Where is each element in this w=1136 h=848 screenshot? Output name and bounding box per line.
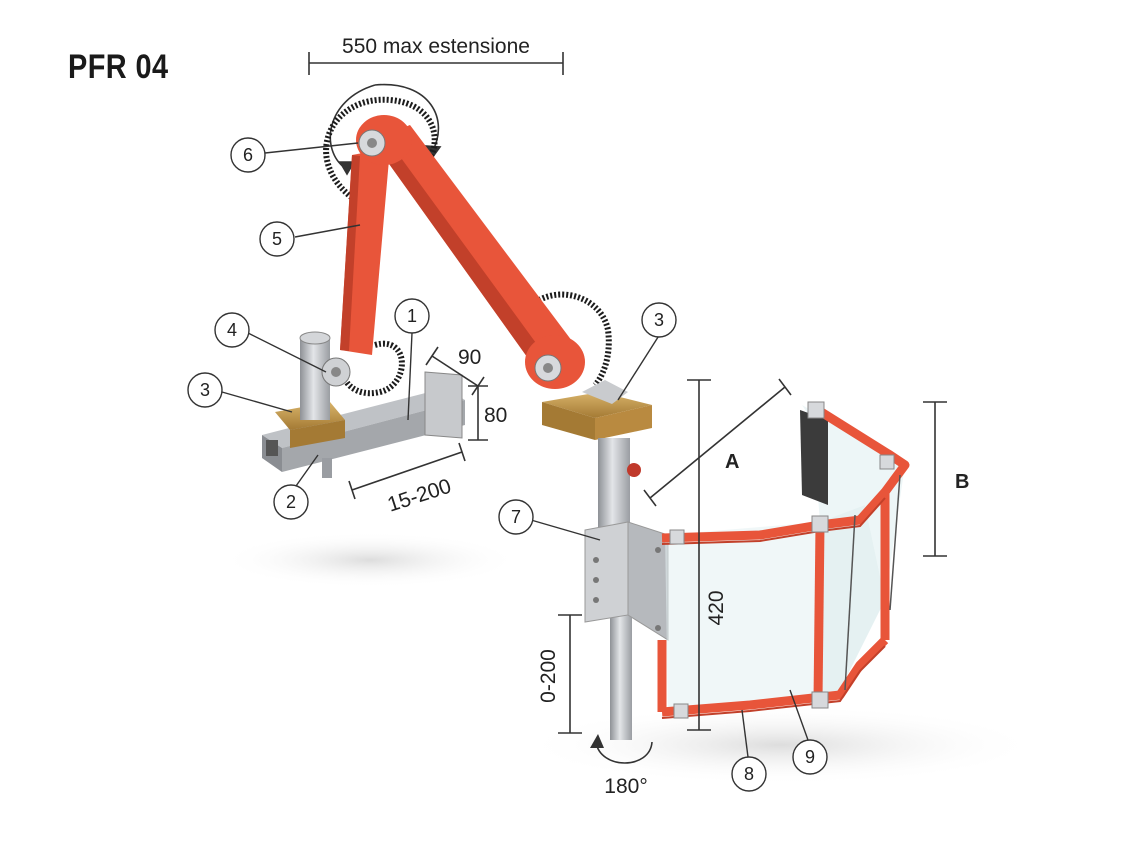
svg-text:3: 3 — [654, 310, 664, 330]
svg-text:4: 4 — [227, 320, 237, 340]
svg-text:6: 6 — [243, 145, 253, 165]
dim-0-200-label: 0-200 — [537, 649, 560, 703]
dim-90-label: 90 — [458, 346, 481, 369]
arm-segment-lower — [340, 148, 390, 355]
dim-80-label: 80 — [484, 404, 507, 427]
callout-7: 7 — [498, 499, 534, 535]
arm-segment-upper — [372, 125, 575, 375]
floor-shadow-right — [520, 705, 1040, 785]
callout-6: 6 — [230, 137, 266, 173]
callout-8: 8 — [731, 756, 767, 792]
callout-3-right: 3 — [641, 302, 677, 338]
top-joint — [356, 115, 412, 165]
product-title: PFR 04 — [68, 48, 169, 86]
left-mount — [262, 331, 465, 478]
rotation-arrowhead — [590, 734, 604, 748]
svg-text:3: 3 — [200, 380, 210, 400]
callout-3-left: 3 — [187, 372, 223, 408]
dim-420-label: 420 — [705, 590, 728, 625]
svg-text:9: 9 — [805, 747, 815, 767]
dim-a-label: A — [725, 451, 739, 473]
svg-text:7: 7 — [511, 507, 521, 527]
right-joint — [525, 335, 585, 389]
callout-5: 5 — [259, 221, 295, 257]
svg-text:1: 1 — [407, 306, 417, 326]
right-column — [542, 380, 669, 740]
svg-text:2: 2 — [286, 492, 296, 512]
svg-text:5: 5 — [272, 229, 282, 249]
dimension-max-extension — [308, 52, 564, 75]
callout-leaders — [221, 142, 809, 758]
callout-9: 9 — [792, 739, 828, 775]
callout-4: 4 — [214, 312, 250, 348]
floor-shadow-left — [220, 532, 520, 588]
callout-2: 2 — [273, 484, 309, 520]
dim-b-label: B — [955, 471, 969, 493]
dimension-lines — [348, 346, 947, 764]
dim-180-label: 180° — [604, 775, 647, 798]
protective-screen — [657, 401, 910, 719]
max-extension-label: 550 max estensione — [342, 35, 530, 58]
svg-text:8: 8 — [744, 764, 754, 784]
dim-15-200-label: 15-200 — [385, 475, 454, 517]
callout-1: 1 — [394, 298, 430, 334]
